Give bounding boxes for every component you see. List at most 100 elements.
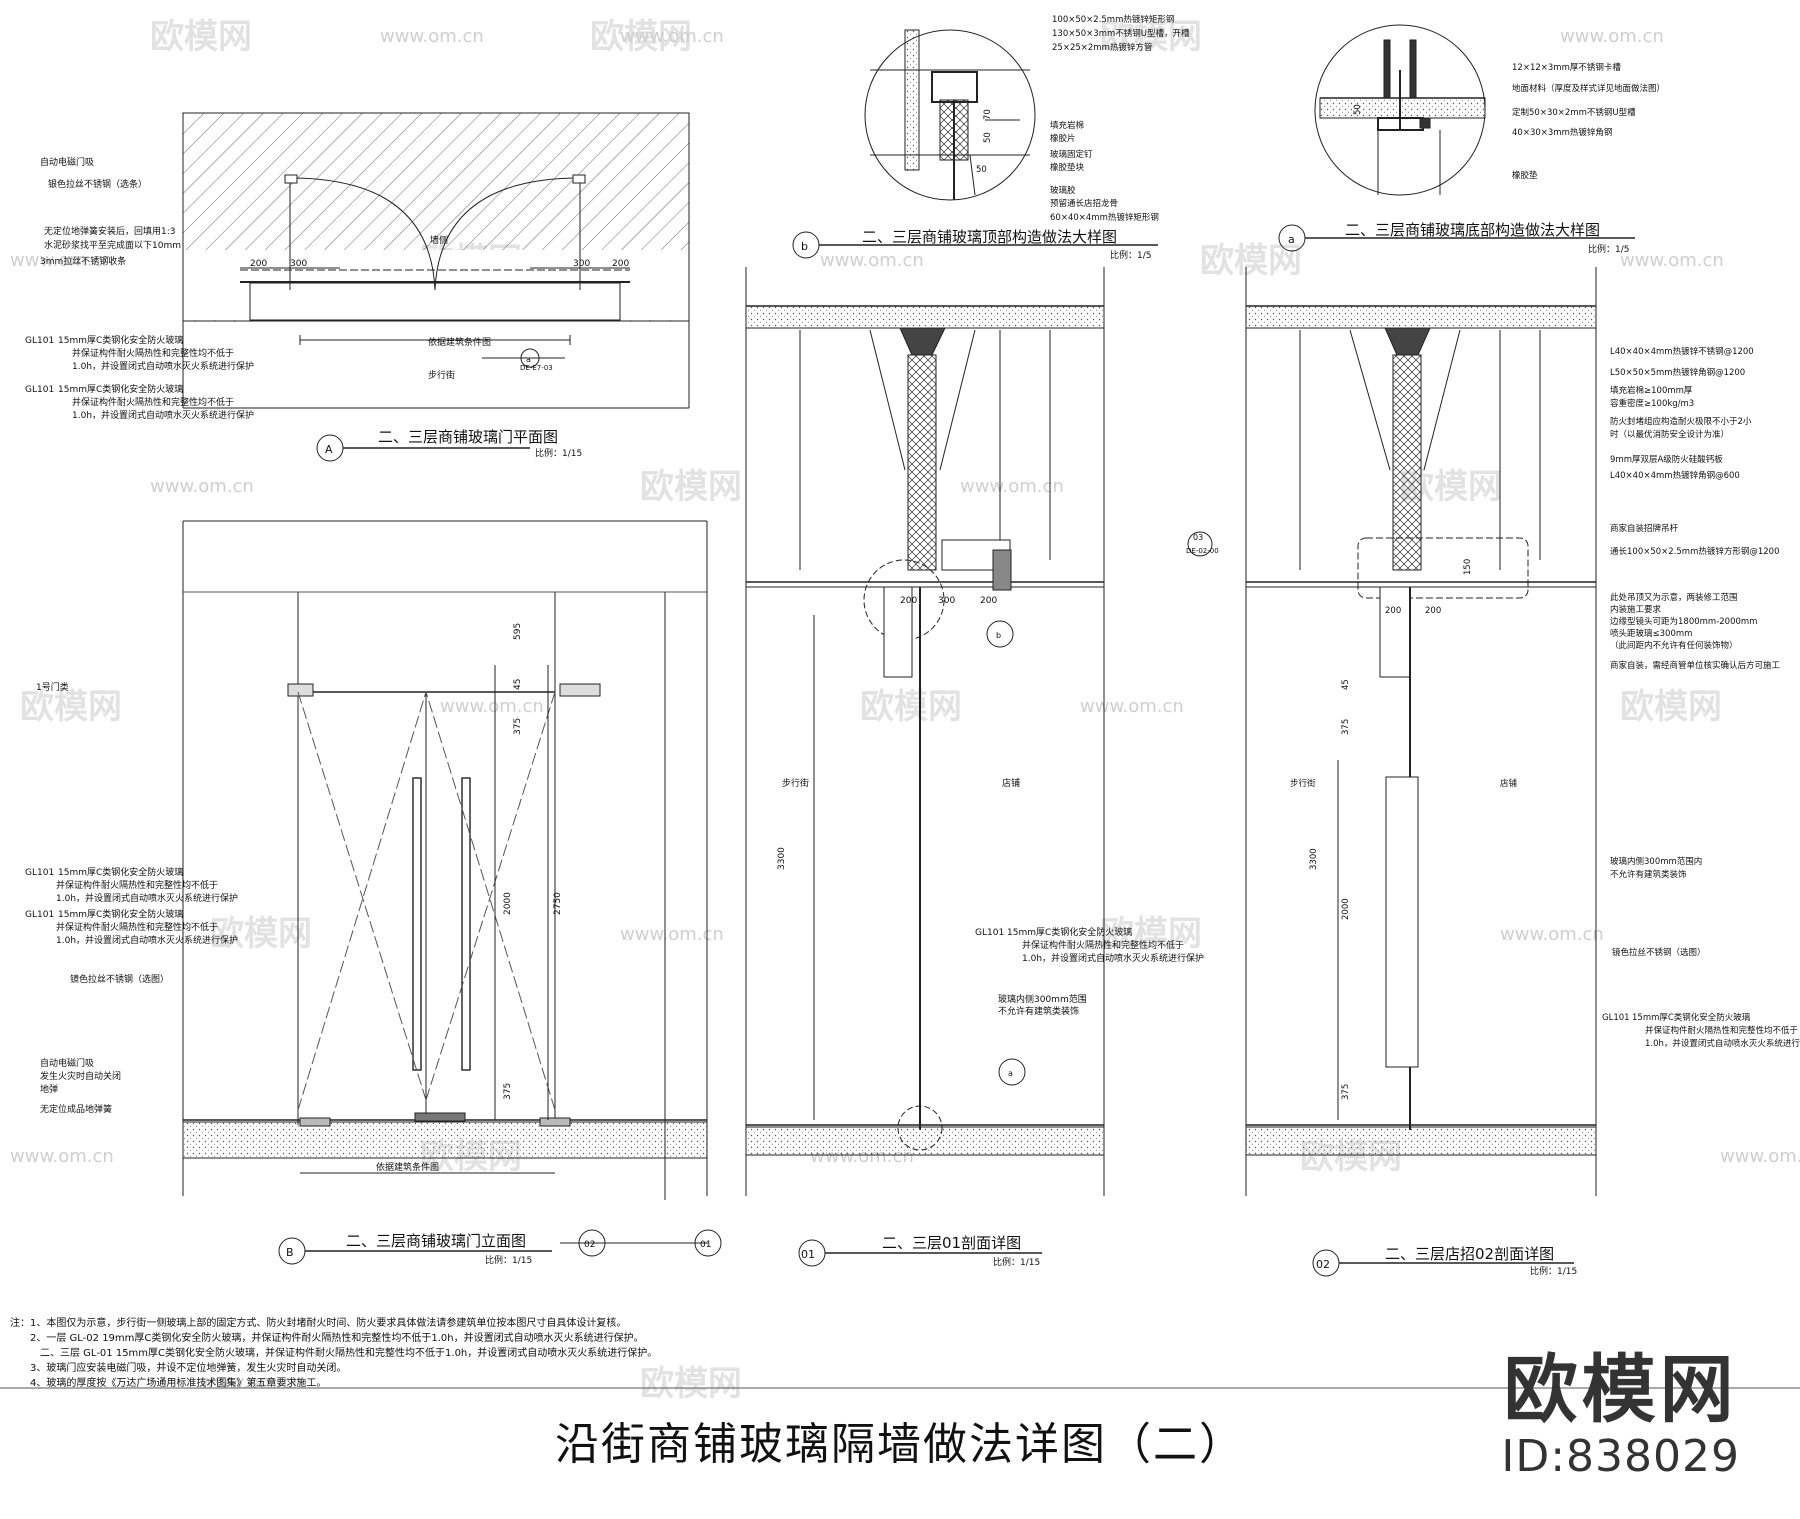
svg-text:200: 200 bbox=[980, 596, 997, 606]
svg-text:200: 200 bbox=[250, 259, 267, 269]
note-line: 注：1、本图仅为示意，步行街一侧玻璃上部的固定方式、防火封堵耐火时间、防火要求具… bbox=[10, 1318, 627, 1329]
svg-text:www.om.cn: www.om.cn bbox=[960, 476, 1064, 497]
svg-text:GL101: GL101 bbox=[1602, 1013, 1630, 1023]
svg-text:玻璃内侧300mm范围: 玻璃内侧300mm范围 bbox=[998, 993, 1087, 1005]
svg-text:200: 200 bbox=[1425, 606, 1441, 616]
brand-block: 欧模网 ID:838029 bbox=[1501, 1330, 1740, 1482]
watermark-logo: 欧模网 bbox=[150, 17, 252, 57]
svg-text:定制50×30×2mm不锈钢U型槽: 定制50×30×2mm不锈钢U型槽 bbox=[1512, 107, 1636, 118]
bottom-detail bbox=[1314, 24, 1486, 196]
view-title: 二、三层商铺玻璃门平面图 bbox=[378, 428, 558, 446]
svg-text:橡胶垫块: 橡胶垫块 bbox=[1050, 162, 1085, 173]
svg-text:内装施工要求: 内装施工要求 bbox=[1610, 604, 1662, 615]
svg-text:1.0h，并设置闭式自动喷水灭火系统进行保护: 1.0h，并设置闭式自动喷水灭火系统进行保护 bbox=[1022, 952, 1204, 964]
svg-text:100×50×2.5mm热镀锌矩形钢: 100×50×2.5mm热镀锌矩形钢 bbox=[1052, 14, 1174, 25]
bottom-detail-texts: 12×12×3mm厚不锈钢卡槽 地面材料（厚度及样式详见地面做法图） 定制50×… bbox=[1278, 62, 1665, 255]
svg-text:店铺: 店铺 bbox=[1500, 778, 1518, 789]
watermark-logo: 欧模网 bbox=[1100, 914, 1202, 954]
svg-text:银色拉丝不锈钢（选条）: 银色拉丝不锈钢（选条） bbox=[48, 178, 147, 190]
view-title: 二、三层店招02剖面详图 bbox=[1385, 1245, 1554, 1263]
svg-text:填充岩棉: 填充岩棉 bbox=[1050, 120, 1084, 131]
watermark-logo: 欧模网 bbox=[20, 687, 122, 727]
svg-text:（此间距内不允许有任何装饰物）: （此间距内不允许有任何装饰物） bbox=[1610, 640, 1738, 651]
svg-text:橡胶垫: 橡胶垫 bbox=[1512, 170, 1538, 181]
top-detail-texts: 100×50×2.5mm热镀锌矩形钢 130×50×3mm不锈钢U型槽，开槽 2… bbox=[792, 14, 1190, 261]
view-scale: 比例：1/15 bbox=[485, 1254, 532, 1266]
svg-text:L50×50×5mm热镀锌角钢@1200: L50×50×5mm热镀锌角钢@1200 bbox=[1610, 367, 1745, 378]
svg-text:15mm厚C类钢化安全防火玻璃: 15mm厚C类钢化安全防火玻璃 bbox=[58, 383, 183, 395]
svg-text:a: a bbox=[1008, 1069, 1013, 1078]
view-title: 二、三层商铺玻璃门立面图 bbox=[346, 1232, 526, 1250]
svg-text:70: 70 bbox=[983, 109, 993, 120]
brand-id: ID:838029 bbox=[1501, 1431, 1740, 1482]
svg-text:15mm厚C类钢化安全防火玻璃: 15mm厚C类钢化安全防火玻璃 bbox=[1007, 926, 1132, 938]
watermark-logo: 欧模网 bbox=[640, 1364, 742, 1404]
watermark-logo: 欧模网 bbox=[1200, 241, 1302, 281]
svg-text:玻璃内侧300mm范围内: 玻璃内侧300mm范围内 bbox=[1610, 856, 1702, 867]
svg-text:www.om.cn: www.om.cn bbox=[380, 26, 484, 47]
svg-text:容重密度≥100kg/m3: 容重密度≥100kg/m3 bbox=[1610, 398, 1694, 409]
section01-texts: 步行街 店铺 3300 GL101 15mm厚C类钢化安全防火玻璃 并保证构件耐… bbox=[777, 596, 1204, 1268]
svg-text:步行街: 步行街 bbox=[1290, 778, 1316, 789]
svg-text:边缘型镜头可距为1800mm-2000mm: 边缘型镜头可距为1800mm-2000mm bbox=[1610, 616, 1757, 627]
svg-text:DE-E7-03: DE-E7-03 bbox=[520, 364, 553, 372]
svg-text:地弹: 地弹 bbox=[40, 1083, 58, 1095]
svg-text:地面材料（厚度及样式详见地面做法图）: 地面材料（厚度及样式详见地面做法图） bbox=[1512, 83, 1665, 94]
svg-text:60×40×4mm热镀锌矩形钢: 60×40×4mm热镀锌矩形钢 bbox=[1050, 212, 1159, 223]
svg-text:375: 375 bbox=[503, 1083, 513, 1100]
svg-text:375: 375 bbox=[1341, 1084, 1351, 1100]
svg-text:2750: 2750 bbox=[553, 892, 563, 915]
page-title: 沿街商铺玻璃隔墙做法详图（二） bbox=[555, 1419, 1245, 1470]
svg-text:发生火灾时自动关闭: 发生火灾时自动关闭 bbox=[40, 1070, 121, 1082]
watermark-logo: 欧模网 bbox=[590, 17, 692, 57]
svg-text:1.0h，并设置闭式自动喷水灭火系统进行保护: 1.0h，并设置闭式自动喷水灭火系统进行保护 bbox=[56, 934, 238, 946]
svg-text:并保证构件耐火隔热性和完整性均不低于: 并保证构件耐火隔热性和完整性均不低于 bbox=[56, 879, 218, 891]
svg-text:无定位地弹簧安装后，回填用1:3: 无定位地弹簧安装后，回填用1:3 bbox=[44, 225, 176, 237]
svg-text:b: b bbox=[996, 631, 1001, 640]
svg-text:15mm厚C类钢化安全防火玻璃: 15mm厚C类钢化安全防火玻璃 bbox=[58, 908, 183, 920]
svg-text:03: 03 bbox=[1193, 533, 1203, 542]
svg-text:步行街: 步行街 bbox=[428, 369, 455, 381]
svg-text:步行街: 步行街 bbox=[782, 777, 809, 789]
svg-text:50: 50 bbox=[983, 132, 993, 143]
view-title: 二、三层01剖面详图 bbox=[882, 1234, 1021, 1252]
svg-text:45: 45 bbox=[1341, 679, 1351, 690]
svg-text:预留通长店招龙骨: 预留通长店招龙骨 bbox=[1050, 198, 1118, 209]
view-tag: b bbox=[801, 240, 808, 253]
watermark-logo: 欧模网 bbox=[640, 467, 742, 507]
section01-view bbox=[745, 267, 1105, 1267]
svg-text:商家自装招牌吊杆: 商家自装招牌吊杆 bbox=[1610, 523, 1679, 534]
svg-text:1.0h，并设置闭式自动喷水灭火系统进行保护: 1.0h，并设置闭式自动喷水灭火系统进行保护 bbox=[72, 409, 254, 421]
view-scale: 比例：1/15 bbox=[993, 1256, 1040, 1268]
svg-text:300: 300 bbox=[938, 596, 955, 606]
view-title: 二、三层商铺玻璃顶部构造做法大样图 bbox=[862, 228, 1117, 246]
svg-text:GL101: GL101 bbox=[975, 928, 1004, 938]
svg-text:墙侧: 墙侧 bbox=[430, 234, 448, 246]
svg-text:www.om.cn: www.om.cn bbox=[1560, 26, 1664, 47]
svg-text:a: a bbox=[526, 355, 531, 364]
view-tag: A bbox=[325, 443, 333, 456]
svg-text:店铺: 店铺 bbox=[1002, 777, 1020, 789]
drawing-notes: 注：1、本图仅为示意，步行街一侧玻璃上部的固定方式、防火封堵耐火时间、防火要求具… bbox=[10, 1316, 657, 1391]
svg-text:www.om.cn: www.om.cn bbox=[620, 26, 724, 47]
svg-text:www.om.cn: www.om.cn bbox=[440, 696, 544, 717]
svg-text:时（以最优消防安全设计为准）: 时（以最优消防安全设计为准） bbox=[1610, 429, 1729, 440]
svg-text:200: 200 bbox=[1385, 606, 1401, 616]
svg-text:玻璃胶: 玻璃胶 bbox=[1050, 185, 1076, 196]
plan-view bbox=[182, 112, 690, 462]
note-line: 4、玻璃的厚度按《万达广场通用标准技术图集》第五章要求施工。 bbox=[10, 1378, 327, 1389]
svg-text:并保证构件耐火隔热性和完整性均不低于: 并保证构件耐火隔热性和完整性均不低于 bbox=[1645, 1025, 1799, 1036]
svg-text:依据建筑条件图: 依据建筑条件图 bbox=[376, 1161, 439, 1173]
svg-text:www.om.cn: www.om.cn bbox=[1080, 696, 1184, 717]
svg-text:www.om.cn: www.om.cn bbox=[1720, 1146, 1800, 1167]
view-title: 二、三层商铺玻璃底部构造做法大样图 bbox=[1345, 221, 1600, 239]
svg-text:依据建筑条件图: 依据建筑条件图 bbox=[428, 336, 491, 348]
note-line: 二、三层 GL-01 15mm厚C类钢化安全防火玻璃，并保证构件耐火隔热性和完整… bbox=[10, 1348, 658, 1359]
svg-text:595: 595 bbox=[513, 623, 523, 640]
svg-text:防火封堵组应构造耐火极限不小于2小: 防火封堵组应构造耐火极限不小于2小 bbox=[1610, 416, 1752, 427]
svg-text:200: 200 bbox=[900, 596, 917, 606]
svg-text:45: 45 bbox=[513, 679, 523, 690]
svg-text:www.om.cn: www.om.cn bbox=[10, 250, 114, 271]
svg-text:GL101: GL101 bbox=[25, 385, 54, 395]
svg-text:GL101: GL101 bbox=[25, 910, 54, 920]
